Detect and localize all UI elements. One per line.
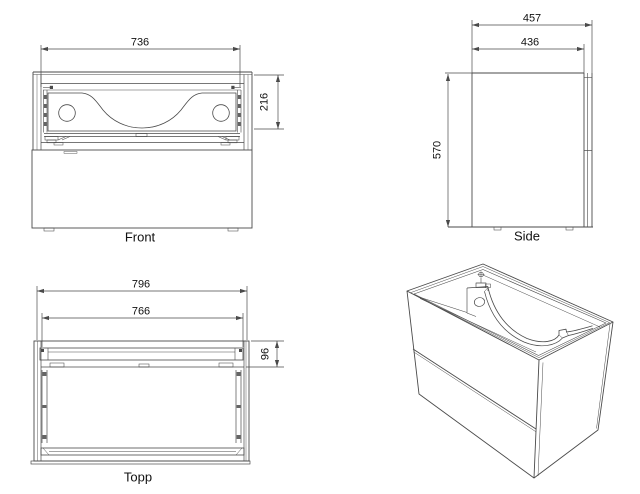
front-view-drawing	[31, 45, 284, 232]
top-width-inner-dimension: 766	[130, 305, 152, 318]
top-view-label: Topp	[123, 469, 153, 485]
side-view-label: Side	[513, 228, 541, 244]
side-depth-carcass-dimension: 436	[519, 36, 541, 49]
front-view-label: Front	[124, 229, 156, 245]
side-depth-overall-dimension: 457	[521, 12, 543, 25]
top-front-depth-dimension: 96	[259, 346, 272, 362]
top-view-drawing	[30, 286, 284, 465]
front-width-dimension: 736	[129, 36, 151, 49]
top-width-overall-dimension: 796	[130, 278, 152, 291]
side-height-dimension: 570	[431, 139, 444, 161]
front-drawer-height-dimension: 216	[258, 91, 271, 113]
side-view-drawing	[445, 20, 593, 231]
isometric-view-drawing	[406, 263, 614, 479]
